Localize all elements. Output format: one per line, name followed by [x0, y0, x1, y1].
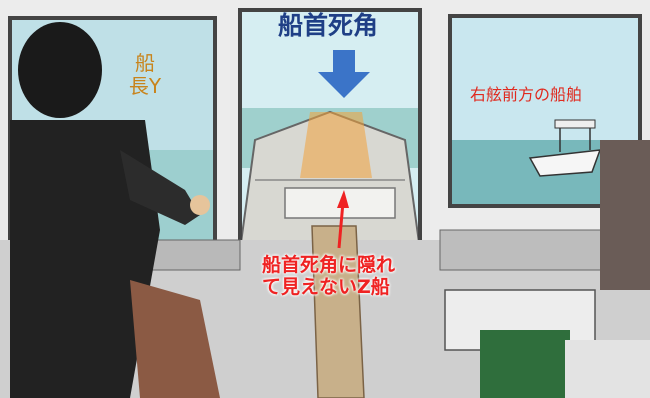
blind-spot-highlight — [300, 112, 372, 178]
down-arrow-icon — [318, 50, 370, 98]
hidden-ship-label: 船首死角に隠れ て見えないZ船 — [262, 254, 396, 299]
captain-figure — [10, 22, 220, 398]
captain-label: 船 長Y — [128, 52, 162, 98]
starboard-boat — [528, 119, 602, 177]
up-arrow-icon — [337, 190, 349, 249]
hidden-ship-line2: て見えないZ船 — [262, 275, 390, 298]
captain-label-line1: 船 — [135, 51, 155, 75]
starboard-ship-label: 右舷前方の船舶 — [470, 85, 583, 104]
hidden-ship-line1: 船首死角に隠れ — [262, 254, 396, 276]
center-window — [238, 8, 422, 252]
center-plank — [311, 225, 365, 398]
blind-spot-title: 船首死角 — [278, 11, 379, 40]
captain-label-line2: 長Y — [128, 74, 162, 98]
